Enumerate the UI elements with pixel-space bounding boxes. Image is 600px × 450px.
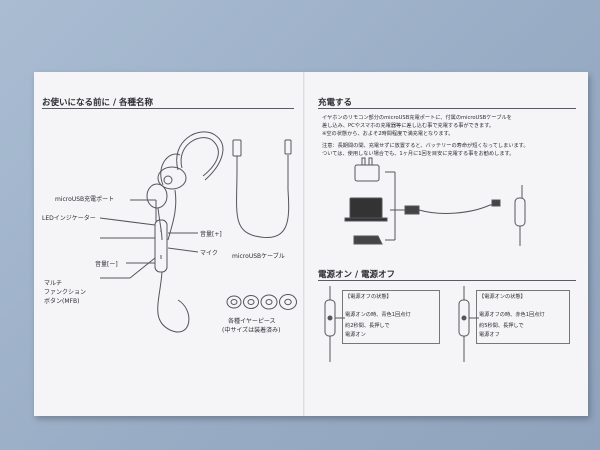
ear-hook-right bbox=[176, 131, 224, 181]
remote-control bbox=[154, 219, 168, 273]
wall-charger-icon bbox=[354, 164, 380, 182]
label-mfb-1: マルチ bbox=[44, 280, 63, 287]
section-heading-power: 電源オン / 電源オフ bbox=[318, 270, 396, 280]
power-on-line1: 電源オフの時、赤色1回点灯 bbox=[479, 312, 545, 318]
manual-booklet bbox=[34, 72, 588, 416]
car-charger-icon bbox=[353, 235, 383, 245]
label-vol-up: 音量[+] bbox=[200, 231, 222, 238]
ear-tip-small bbox=[226, 295, 242, 309]
heading-rule-power bbox=[318, 280, 576, 281]
power-on-state-box bbox=[476, 290, 570, 344]
label-mfb-2: ファンクション bbox=[44, 289, 87, 296]
booklet-fold bbox=[303, 72, 305, 416]
label-usb-port: microUSB充電ポート bbox=[55, 196, 115, 203]
label-cable: microUSBケーブル bbox=[232, 253, 285, 260]
label-eartips-1: 各種イヤーピース bbox=[228, 318, 276, 325]
micro-usb-plug bbox=[284, 139, 292, 155]
power-on-line3: 電源オフ bbox=[479, 332, 500, 338]
ear-tip-xlarge bbox=[279, 294, 297, 310]
ear-tip-medium bbox=[243, 295, 259, 309]
charge-note-2: ついては、使用しない場合でも、1ヶ月に1回を目安に充電する事をお勧めします。 bbox=[322, 151, 515, 157]
charge-text-1: イヤホンのリモコン部分のmicroUSB充電ポートに、付属のmicroUSBケー… bbox=[322, 115, 512, 121]
heading-rule-charge bbox=[318, 108, 576, 109]
power-on-title: 【電源オンの状態】 bbox=[479, 294, 526, 300]
heading-rule-left bbox=[42, 108, 294, 109]
usb-cable bbox=[236, 169, 290, 238]
power-off-title: 【電源オフの状態】 bbox=[345, 294, 392, 300]
power-on-line2: 約5秒間、長押しで bbox=[479, 323, 524, 329]
power-off-line1: 電源オンの時、青色1回点灯 bbox=[345, 312, 411, 318]
charge-note-1: 注意：長期間の間、充電せずに放置すると、バッテリーの寿命が短くなってしまいます。 bbox=[322, 143, 529, 149]
charge-text-3: ※空の状態から、およそ2時間程度で満充電となります。 bbox=[322, 131, 454, 137]
power-off-state-box bbox=[342, 290, 440, 344]
power-off-line2: 約2秒間、長押しで bbox=[345, 323, 390, 329]
label-mfb-3: ボタン(MFB) bbox=[44, 298, 80, 305]
label-eartips-2: (中サイズは装着済み) bbox=[222, 327, 281, 334]
section-heading-charge: 充電する bbox=[318, 98, 353, 108]
label-vol-down: 音量[ー] bbox=[95, 261, 118, 268]
label-mic: マイク bbox=[200, 250, 218, 257]
charge-text-2: 差し込み、PCやスマホの充電器等に差し込む事で充電する事ができます。 bbox=[322, 123, 495, 129]
section-heading-parts: お使いになる前に / 各種名称 bbox=[42, 98, 154, 108]
ear-tip-large bbox=[260, 294, 278, 310]
label-led: LEDインジケーター bbox=[42, 215, 96, 222]
power-off-line3: 電源オン bbox=[345, 332, 366, 338]
